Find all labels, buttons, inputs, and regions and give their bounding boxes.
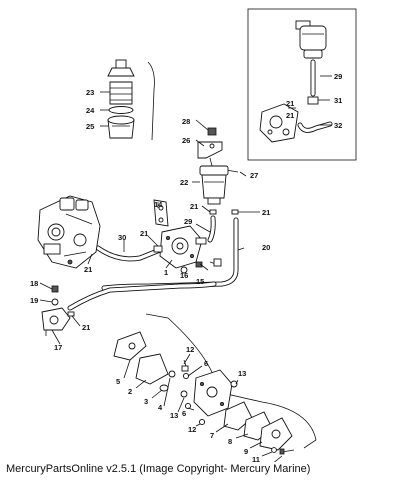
callout-30: 30: [118, 233, 126, 242]
nut-15: [195, 261, 209, 271]
callout-21-inset: 21: [286, 99, 294, 108]
inset-pump-block: [259, 103, 299, 143]
inset-hose-32: [297, 121, 333, 133]
hose-29: [207, 215, 216, 243]
callout-29-inset: 29: [334, 72, 342, 81]
callout-2: 2: [128, 387, 132, 396]
filter-bowl-25: [107, 115, 135, 139]
callout-6-bottom: 6: [182, 409, 186, 418]
callout-20: 20: [262, 243, 270, 252]
callout-8: 8: [228, 437, 232, 446]
washer-19: [51, 298, 59, 306]
washer-13: [180, 390, 188, 398]
hose-main-lower: [67, 281, 217, 311]
hose-30: [95, 245, 163, 262]
callout-23: 23: [86, 88, 94, 97]
inset-fuel-filter: [295, 20, 327, 59]
clamp-21-filter-right: [231, 209, 239, 215]
washer-11: [271, 447, 277, 453]
gasket-7: [223, 401, 253, 431]
leader-lines: [39, 91, 283, 462]
screw-13-right: [230, 380, 238, 388]
spring-3: [159, 384, 169, 392]
hose-20: [101, 217, 239, 291]
callout-25: 25: [86, 122, 94, 131]
callout-13-bottom: 13: [170, 411, 178, 420]
callout-13-right: 13: [238, 369, 246, 378]
callout-4: 4: [158, 403, 163, 412]
clamp-21-filter-left: [209, 209, 217, 215]
valve-6-bottom: [184, 402, 192, 410]
fitting-18: [51, 285, 59, 293]
callout-21-carb: 21: [84, 265, 92, 274]
inset-detail: [247, 8, 357, 161]
callout-9: 9: [244, 447, 248, 456]
plate-14: [153, 199, 169, 227]
callout-12-bottom: 12: [188, 425, 196, 434]
callout-5: 5: [116, 377, 120, 386]
gasket-5: [113, 331, 147, 361]
bracket-26: [197, 141, 223, 167]
callout-29: 29: [184, 217, 192, 226]
callout-24: 24: [86, 106, 95, 115]
callout-31: 31: [334, 96, 342, 105]
callout-22: 22: [180, 178, 188, 187]
callout-21-filter-right: 21: [262, 208, 270, 217]
fuel-pump-1: [153, 225, 207, 269]
pump-body: [193, 369, 233, 417]
callout-21-inset-b: 21: [286, 111, 294, 120]
callout-19: 19: [30, 296, 38, 305]
diaphragm-2: [135, 353, 169, 385]
callout-16: 16: [180, 271, 188, 280]
callout-21-left: 21: [82, 323, 90, 332]
bolt-16: [209, 258, 222, 267]
callout-21-filter-left: 21: [190, 202, 198, 211]
washer-4: [168, 370, 176, 378]
callout-6-top: 6: [204, 359, 208, 368]
callout-labels: 23 24 25 28 26 22 27 21 21 14 29 30 21 2…: [30, 72, 342, 462]
callout-32: 32: [334, 121, 342, 130]
callout-18: 18: [30, 279, 38, 288]
callout-11: 11: [252, 455, 260, 462]
fuel-connector-17: [41, 307, 71, 336]
fuel-filter-22: [199, 165, 229, 205]
callout-21-pump: 21: [140, 229, 148, 238]
callout-27: 27: [250, 171, 258, 180]
fuel-system-exploded-diagram: 23 24 25 28 26 22 27 21 21 14 29 30 21 2…: [30, 8, 357, 462]
bracket-curve: [147, 61, 155, 141]
callout-15: 15: [196, 277, 204, 286]
inset-fitting-31: [307, 96, 330, 105]
washer-16: [180, 266, 188, 274]
callout-14: 14: [154, 200, 163, 209]
callout-26: 26: [182, 136, 190, 145]
callout-28: 28: [182, 117, 190, 126]
bolt-28: [207, 127, 217, 136]
o-ring-24: [108, 106, 134, 114]
copyright-caption: MercuryPartsOnline v2.5.1 (Image Copyrig…: [6, 463, 311, 475]
valve-6-top: [182, 372, 190, 380]
clamp-21-left: [67, 311, 75, 317]
carburetor: [37, 195, 101, 269]
screw-12-bottom: [198, 418, 206, 426]
callout-1: 1: [164, 268, 168, 277]
callout-17: 17: [54, 343, 62, 352]
callout-3: 3: [144, 397, 148, 406]
screw-10: [279, 448, 295, 455]
callout-12-top: 12: [186, 345, 194, 354]
callout-7: 7: [210, 431, 214, 440]
filter-cap-23: [107, 59, 135, 105]
